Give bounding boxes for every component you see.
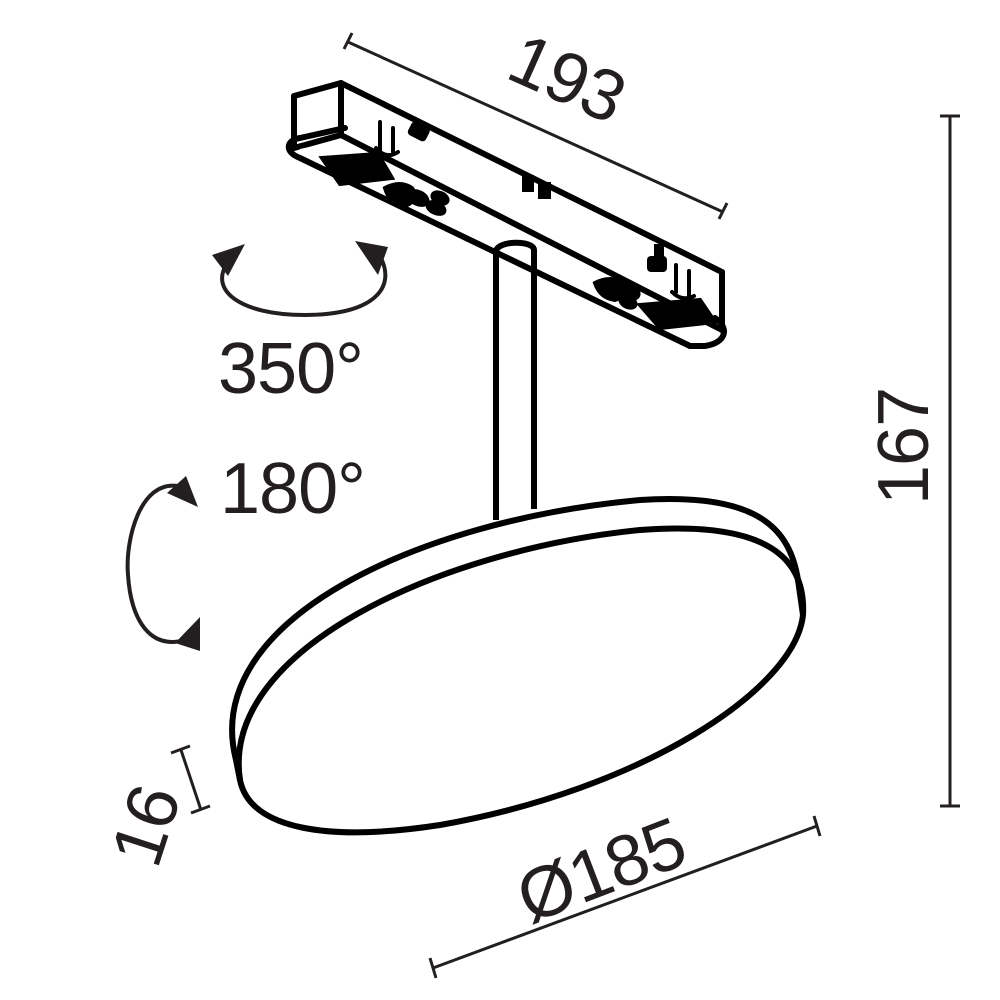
dim-line-193 <box>342 32 729 220</box>
stem <box>493 239 537 520</box>
disk-head <box>229 496 807 836</box>
dim-line-185 <box>428 815 822 979</box>
vertical-rotation-label: 180° <box>220 449 366 529</box>
adapter-plate-lines <box>299 142 713 339</box>
vertical-rotation-arrow <box>125 483 186 644</box>
dim-line-167 <box>940 114 960 808</box>
horizontal-rotation-label: 350° <box>218 329 364 409</box>
horizontal-rotation-arrow <box>220 255 388 318</box>
dim-label-167: 167 <box>864 387 944 505</box>
vertical-rotation-arrowheads <box>167 476 200 651</box>
dim-line-16 <box>170 744 211 815</box>
adapter-details <box>318 120 719 331</box>
horizontal-rotation-arrowheads <box>212 241 388 276</box>
